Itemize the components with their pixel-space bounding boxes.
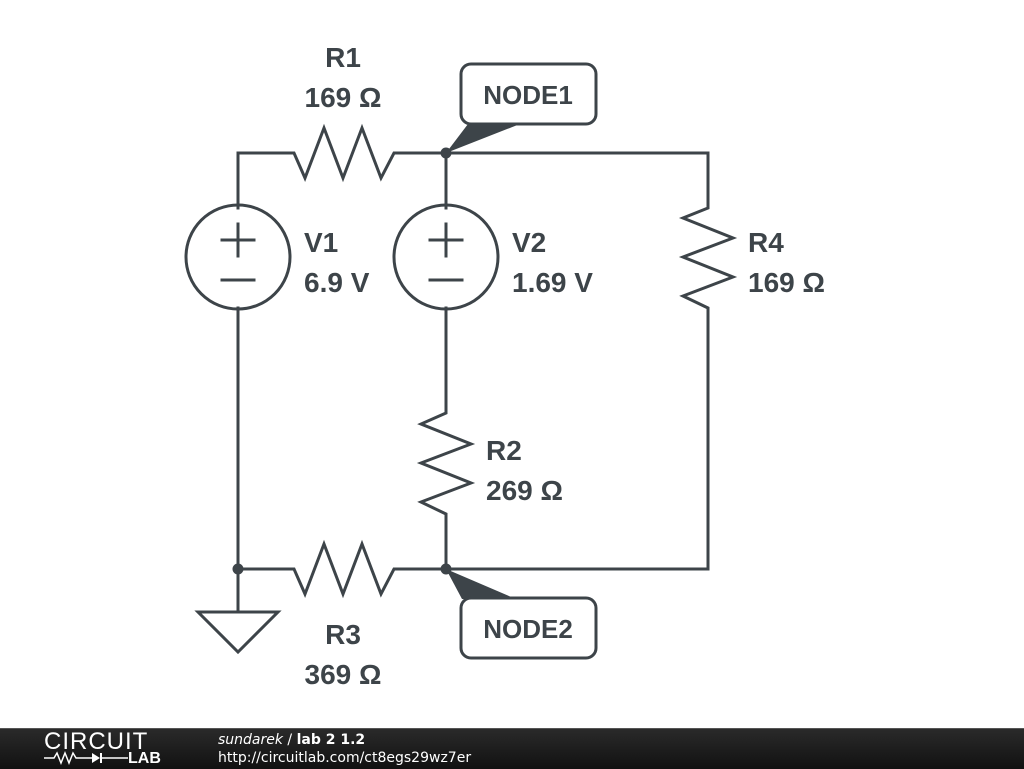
resistor-r2-value: 269 Ω bbox=[486, 475, 563, 506]
resistor-r4-symbol bbox=[678, 198, 738, 318]
ground-icon bbox=[194, 610, 282, 655]
resistor-r3-value: 369 Ω bbox=[305, 659, 382, 690]
node2-label[interactable]: NODE2 bbox=[446, 569, 598, 660]
resistor-r3[interactable]: R3 369 Ω bbox=[284, 539, 404, 690]
resistor-r4[interactable]: R4 169 Ω bbox=[678, 198, 825, 318]
node1-label[interactable]: NODE1 bbox=[446, 62, 598, 153]
voltage-source-v2[interactable]: V2 1.69 V bbox=[392, 203, 593, 311]
voltage-source-v1-name: V1 bbox=[304, 227, 338, 258]
wire-node1-r4 bbox=[400, 151, 710, 202]
wire-v1-r1 bbox=[236, 151, 288, 210]
circuit-title[interactable]: lab 2 1.2 bbox=[296, 732, 366, 748]
circuit-schematic: R1 169 Ω R3 369 Ω R2 269 Ω R4 169 Ω V1 6… bbox=[184, 42, 825, 690]
author-name[interactable]: sundarek bbox=[218, 732, 283, 748]
node1-pointer bbox=[446, 124, 520, 153]
voltage-source-v2-value: 1.69 V bbox=[512, 267, 593, 298]
node1-label-text: NODE1 bbox=[483, 80, 573, 110]
resistor-r4-name: R4 bbox=[748, 227, 784, 258]
resistor-r1-name: R1 bbox=[325, 42, 361, 73]
footer-bar: CIRCUIT LAB sundarek / lab 2 1.2 http://… bbox=[0, 728, 1024, 769]
junction-ground bbox=[232, 563, 244, 575]
node2-label-box bbox=[459, 596, 598, 660]
resistor-r3-name: R3 bbox=[325, 619, 361, 650]
node2-label-text: NODE2 bbox=[483, 614, 573, 644]
voltage-source-v2-circle bbox=[392, 203, 500, 311]
ground-symbol[interactable] bbox=[194, 610, 282, 655]
circuitlab-logo-text[interactable]: CIRCUIT bbox=[44, 728, 149, 755]
voltage-source-v1-value: 6.9 V bbox=[304, 267, 370, 298]
node2-pointer bbox=[446, 569, 516, 599]
meta-separator: / bbox=[282, 732, 297, 748]
resistor-r1-symbol bbox=[284, 123, 404, 183]
voltage-source-v1[interactable]: V1 6.9 V bbox=[184, 203, 370, 311]
resistor-r3-symbol bbox=[284, 539, 404, 599]
node1-label-box bbox=[459, 62, 598, 126]
resistor-r1[interactable]: R1 169 Ω bbox=[284, 42, 404, 183]
resistor-r1-value: 169 Ω bbox=[305, 82, 382, 113]
wires bbox=[236, 151, 710, 614]
circuitlab-logo-lab: LAB bbox=[128, 750, 161, 767]
resistor-r2-name: R2 bbox=[486, 435, 522, 466]
circuit-url[interactable]: http://circuitlab.com/ct8egs29wz7er bbox=[218, 750, 472, 766]
resistor-diode-logo-icon bbox=[44, 751, 128, 765]
resistor-r4-value: 169 Ω bbox=[748, 267, 825, 298]
wire-node2-r4 bbox=[400, 314, 710, 571]
resistor-r2[interactable]: R2 269 Ω bbox=[416, 403, 563, 524]
circuit-meta: sundarek / lab 2 1.2 bbox=[218, 731, 365, 749]
voltage-source-v1-circle bbox=[184, 203, 292, 311]
voltage-source-v2-name: V2 bbox=[512, 227, 546, 258]
resistor-r2-symbol bbox=[416, 403, 476, 524]
